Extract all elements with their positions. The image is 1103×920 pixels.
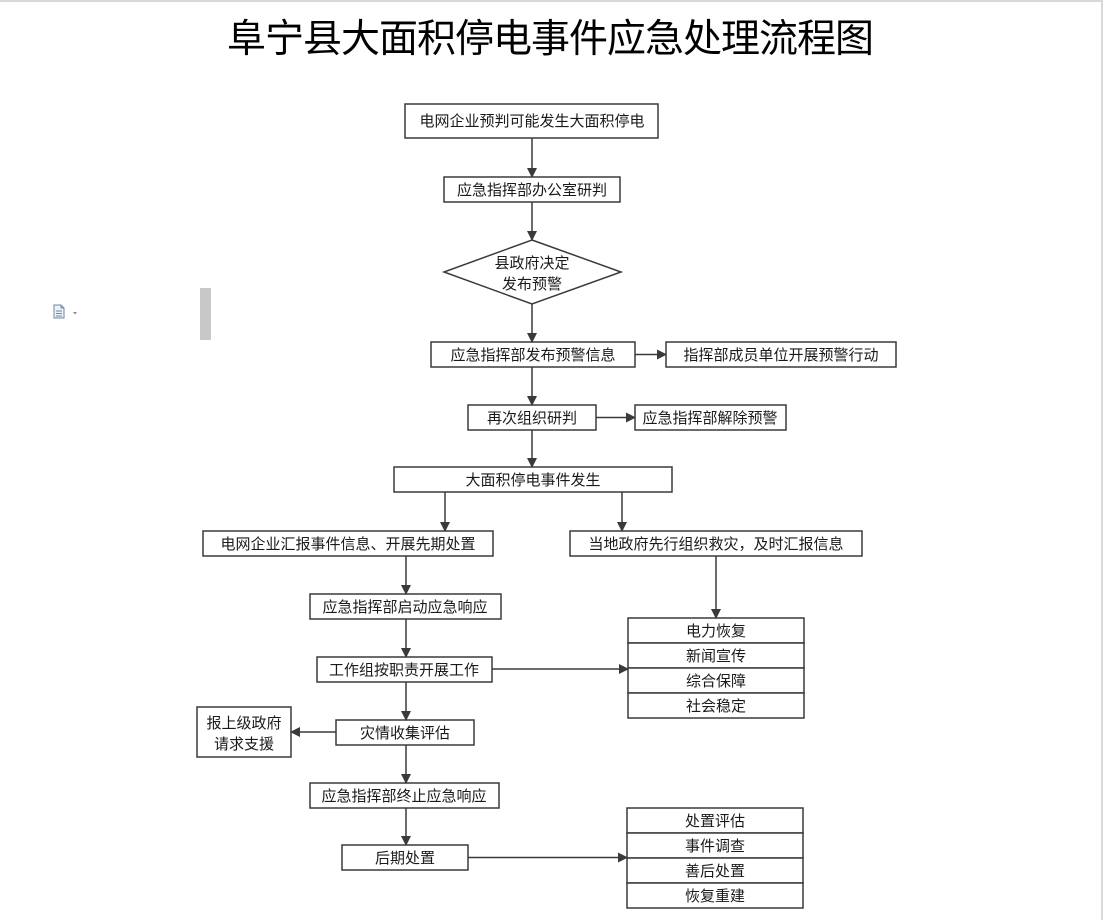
node-end-response-box: [309, 782, 500, 809]
node-start-response-label: 应急指挥部启动应急响应: [322, 598, 487, 616]
node-aftermath-box: [341, 844, 469, 871]
group2-item: 恢复重建: [685, 887, 745, 905]
group1-item: 电力恢复: [686, 622, 746, 640]
node-decision-label-1: 县政府决定: [494, 254, 569, 272]
group1-item: 新闻宣传: [686, 647, 746, 665]
node-request-support-label-2: 请求支援: [214, 735, 274, 753]
group2-item: 善后处置: [685, 862, 745, 880]
group1-item: 社会稳定: [686, 697, 746, 715]
group1-item: 综合保障: [686, 672, 746, 690]
node-grid-report-box: [202, 530, 494, 557]
node-grid-report-label: 电网企业汇报事件信息、开展先期处置: [220, 535, 475, 553]
node-decision-diamond: [441, 239, 624, 305]
page-border-right: [1101, 0, 1103, 920]
node-warning-action-label: 指挥部成员单位开展预警行动: [683, 346, 878, 364]
group2-box: [626, 807, 804, 909]
node-start-response-box: [309, 593, 502, 620]
node-request-support-box: [196, 706, 292, 758]
node-event-label: 大面积停电事件发生: [465, 471, 600, 489]
node-aftermath-label: 后期处置: [375, 849, 435, 867]
node-event-box: [393, 466, 673, 493]
node-reassess-label: 再次组织研判: [487, 409, 577, 427]
group2-item: 处置评估: [685, 812, 745, 830]
node-forecast-label: 电网企业预判可能发生大面积停电: [419, 112, 644, 130]
group2-item: 事件调查: [685, 837, 745, 855]
page-border-top: [0, 0, 1103, 2]
node-assessment-label: 灾情收集评估: [360, 724, 450, 742]
node-end-response-label: 应急指挥部终止应急响应: [321, 787, 486, 805]
node-workgroup-label: 工作组按职责开展工作: [329, 661, 479, 679]
node-lift-warning-label: 应急指挥部解除预警: [642, 409, 777, 427]
node-local-gov-label: 当地政府先行组织救灾，及时汇报信息: [588, 535, 843, 553]
node-issue-warning-label: 应急指挥部发布预警信息: [450, 346, 615, 364]
node-forecast-box: [404, 103, 659, 139]
node-office-assess-label: 应急指挥部办公室研判: [457, 181, 607, 199]
node-workgroup-box: [316, 656, 493, 683]
group1-box: [627, 617, 805, 719]
node-warning-action-box: [665, 341, 897, 368]
node-request-support-label-1: 报上级政府: [206, 714, 281, 732]
document-icon[interactable]: [52, 304, 80, 320]
page-title: 阜宁县大面积停电事件应急处理流程图: [226, 17, 874, 62]
scroll-marker: [200, 288, 211, 340]
node-decision-label-2: 发布预警: [502, 275, 562, 293]
